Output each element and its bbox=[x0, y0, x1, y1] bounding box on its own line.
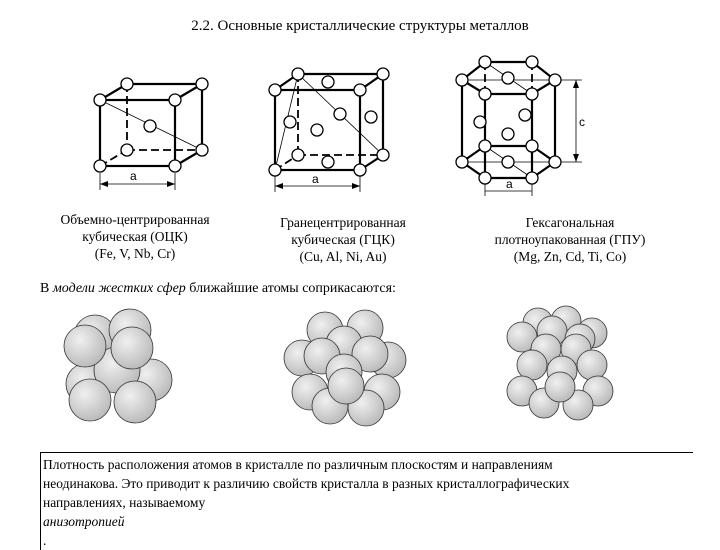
spheres-note: В модели жестких сфер ближайшие атомы со… bbox=[40, 281, 396, 297]
sphere bbox=[68, 378, 112, 422]
atom bbox=[195, 143, 209, 157]
hcp-sphere-model bbox=[506, 305, 614, 421]
anisotropy-term: анизотропией bbox=[43, 514, 125, 529]
sphere bbox=[110, 326, 154, 370]
paragraph-line: неодинакова. Это приводит к различию сво… bbox=[43, 476, 570, 491]
paragraph-text: направлениях, называемому bbox=[43, 495, 206, 510]
fcc-lattice-diagram: a bbox=[268, 67, 390, 192]
axis-label-a: a bbox=[312, 172, 319, 186]
paragraph-line: направлениях, называемому анизотропией. bbox=[43, 493, 693, 550]
caption-line: (Cu, Al, Ni, Au) bbox=[299, 249, 387, 264]
fcc-sphere-model bbox=[283, 309, 407, 427]
sphere bbox=[63, 324, 107, 368]
sphere bbox=[113, 380, 157, 424]
note-text: ближайшие атомы соприкасаются: bbox=[185, 281, 396, 296]
page-title: 2.2. Основные кристаллические структуры … bbox=[191, 18, 529, 34]
atom bbox=[93, 159, 107, 173]
caption-line: плотноупакованная (ГПУ) bbox=[494, 232, 646, 247]
caption-line: (Mg, Zn, Cd, Ti, Co) bbox=[513, 249, 627, 264]
atom bbox=[168, 93, 182, 107]
axis-label-c: c bbox=[579, 115, 585, 129]
fcc-caption: Гранецентрированная кубическая (ГЦК) (Cu… bbox=[253, 214, 433, 265]
hcp-caption: Гексагональная плотноупакованная (ГПУ) (… bbox=[465, 214, 675, 265]
paragraph-line: Плотность расположения атомов в кристалл… bbox=[43, 457, 553, 472]
axis-label-a: a bbox=[130, 169, 137, 183]
atom bbox=[195, 77, 209, 91]
caption-line: кубическая (ГЦК) bbox=[291, 232, 395, 247]
bcc-sphere-model bbox=[63, 308, 173, 424]
caption-line: (Fe, V, Nb, Cr) bbox=[94, 246, 176, 261]
atom bbox=[168, 159, 182, 173]
note-italic: модели жестких сфер bbox=[52, 281, 186, 296]
center-atom bbox=[143, 119, 157, 133]
atom bbox=[120, 77, 134, 91]
bcc-caption: Объемно-центрированная кубическая (ОЦК) … bbox=[40, 211, 230, 262]
atom bbox=[93, 93, 107, 107]
caption-line: Гексагональная bbox=[525, 215, 615, 230]
axis-label-a: a bbox=[506, 177, 513, 191]
hcp-lattice-diagram: c a bbox=[455, 55, 585, 196]
paragraph-text: . bbox=[43, 533, 47, 548]
atom bbox=[120, 143, 134, 157]
caption-line: кубическая (ОЦК) bbox=[82, 229, 188, 244]
anisotropy-paragraph: Плотность расположения атомов в кристалл… bbox=[40, 452, 693, 550]
bcc-lattice-diagram: a bbox=[93, 77, 209, 190]
caption-line: Объемно-центрированная bbox=[60, 212, 210, 227]
note-text: В bbox=[40, 281, 53, 296]
caption-line: Гранецентрированная bbox=[280, 215, 406, 230]
